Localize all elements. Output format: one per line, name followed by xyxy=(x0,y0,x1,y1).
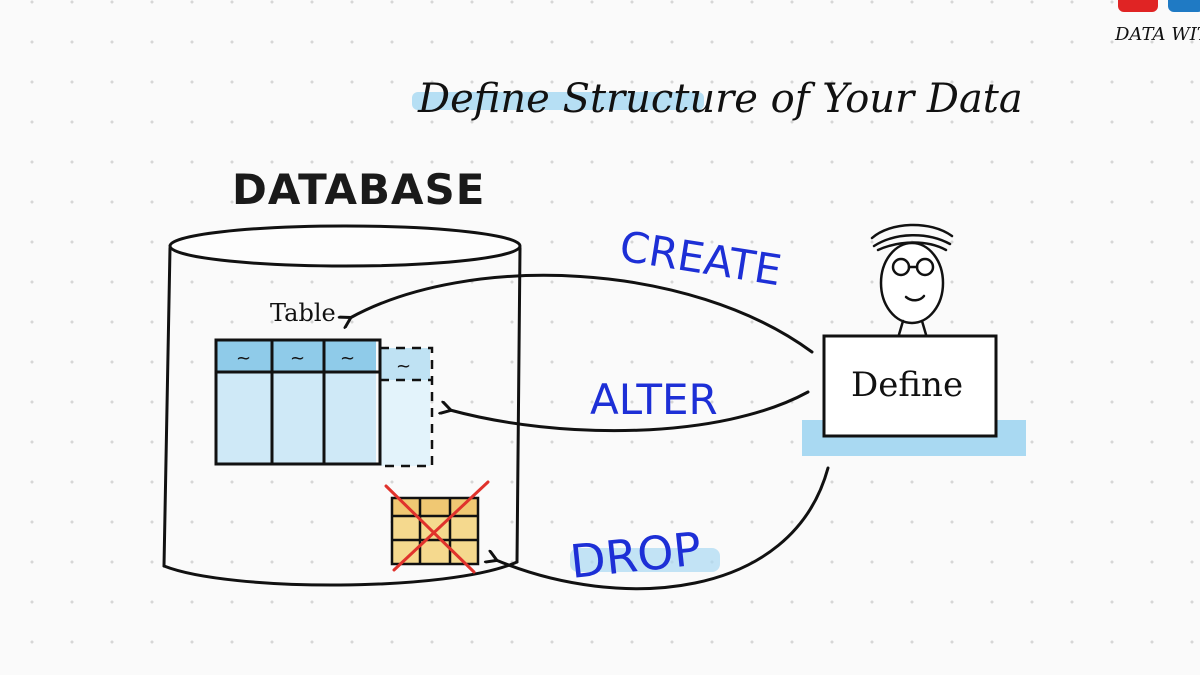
page-title: Define Structure of Your Data xyxy=(417,76,1023,122)
new-column-header-fill xyxy=(380,348,430,380)
person-head xyxy=(879,241,945,325)
youtube-icon xyxy=(1118,0,1158,12)
table-grid: ~ ~ ~ ~ xyxy=(214,338,434,468)
new-column-body-fill xyxy=(380,380,430,466)
laptop-icon: Define xyxy=(802,334,1026,456)
table-body-fill xyxy=(216,372,376,464)
table-header-mark-4: ~ xyxy=(396,356,411,377)
dropped-table-header-fill xyxy=(392,498,478,516)
person-smile xyxy=(904,294,926,302)
table-outline xyxy=(214,338,382,466)
drop-command-label: DROP xyxy=(568,522,704,589)
database-label: DATABASE xyxy=(232,165,485,214)
laptop-define-label: Define xyxy=(851,365,963,405)
drop-arrow xyxy=(496,466,830,591)
alter-command-label: ALTER xyxy=(590,375,718,424)
cylinder-top xyxy=(168,224,522,268)
cross-icon xyxy=(384,480,490,574)
table-header-mark-2: ~ xyxy=(290,348,305,369)
cylinder-right-side xyxy=(515,246,522,564)
logo-text: DATA WIT xyxy=(1114,24,1200,45)
dropped-table-outline xyxy=(390,496,480,566)
new-column-dashed-outline xyxy=(380,346,434,468)
person-icon xyxy=(870,223,954,340)
table-header-fill xyxy=(216,340,376,372)
database-cylinder xyxy=(162,224,522,587)
brand-logo: DATA WIT xyxy=(1114,0,1200,45)
table-header-mark-3: ~ xyxy=(340,348,355,369)
table-label: Table xyxy=(270,299,336,327)
drop-highlight xyxy=(570,548,720,572)
cylinder-bottom xyxy=(162,560,519,587)
dropped-table xyxy=(384,480,490,574)
alter-arrow xyxy=(450,390,810,433)
cylinder-left-side xyxy=(162,246,172,568)
table-header-mark-1: ~ xyxy=(236,348,251,369)
create-arrow xyxy=(350,273,814,354)
laptop-screen xyxy=(822,334,998,438)
title-highlight xyxy=(412,92,704,110)
linkedin-icon xyxy=(1168,0,1200,12)
title-group: Define Structure of Your Data xyxy=(412,76,1023,122)
